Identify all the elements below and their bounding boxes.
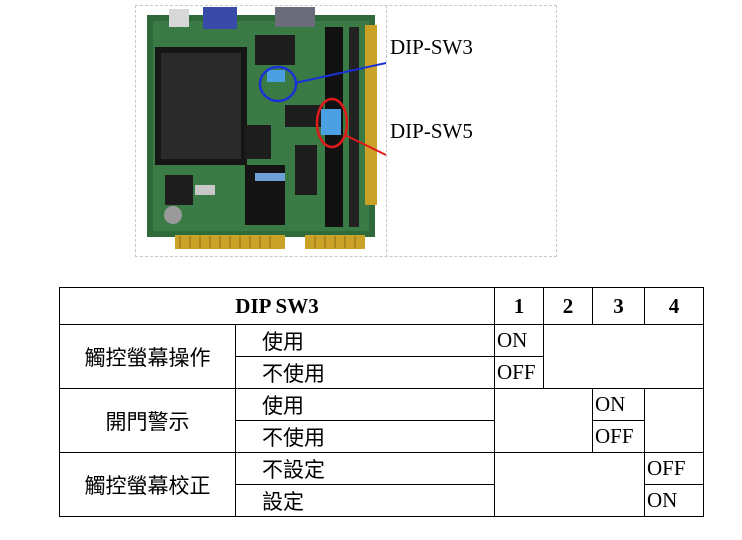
photo-divider: [386, 5, 387, 257]
column-header-2: 2: [543, 287, 593, 325]
switch-value: ON: [644, 484, 704, 517]
option-label: 不使用: [235, 356, 495, 389]
dip-sw5-callout: DIP-SW5: [390, 119, 473, 143]
switch-value: OFF: [592, 420, 645, 453]
table-row: 開門警示 使用 ON: [59, 388, 704, 453]
table-header-row: DIP SW3 1 2 3 4: [59, 287, 704, 325]
switch-value: ON: [592, 388, 645, 421]
group-label-touch-calibration: 觸控螢幕校正: [59, 452, 236, 517]
option-label: 使用: [235, 388, 495, 421]
option-label: 使用: [235, 324, 495, 357]
empty-cell: [543, 324, 704, 389]
group-label-touch-operation: 觸控螢幕操作: [59, 324, 236, 389]
column-header-4: 4: [644, 287, 704, 325]
dip-sw3-table: DIP SW3 1 2 3 4 觸控螢幕操作 使用 ON 不使用 OFF 開門警…: [59, 287, 704, 517]
table-row: 不使用 OFF: [60, 420, 704, 453]
empty-cell: [494, 388, 593, 453]
table-title: DIP SW3: [59, 287, 495, 325]
column-header-1: 1: [494, 287, 544, 325]
group-label-door-alarm: 開門警示: [59, 388, 236, 453]
table-row: 觸控螢幕操作 使用 ON: [59, 324, 704, 389]
table-row: 設定 ON: [60, 484, 704, 517]
empty-cell: [494, 452, 645, 517]
option-label: 不設定: [235, 452, 495, 485]
column-header-3: 3: [592, 287, 645, 325]
switch-value: ON: [494, 324, 544, 357]
switch-value: OFF: [644, 452, 704, 485]
circuit-board-photo: [147, 7, 387, 249]
photo-frame: [135, 5, 557, 257]
dip-sw3-callout: DIP-SW3: [390, 35, 473, 59]
option-label: 設定: [235, 484, 495, 517]
empty-cell: [644, 388, 704, 453]
switch-value: OFF: [494, 356, 544, 389]
option-label: 不使用: [235, 420, 495, 453]
table-row: 觸控螢幕校正 不設定 OFF: [59, 452, 704, 517]
